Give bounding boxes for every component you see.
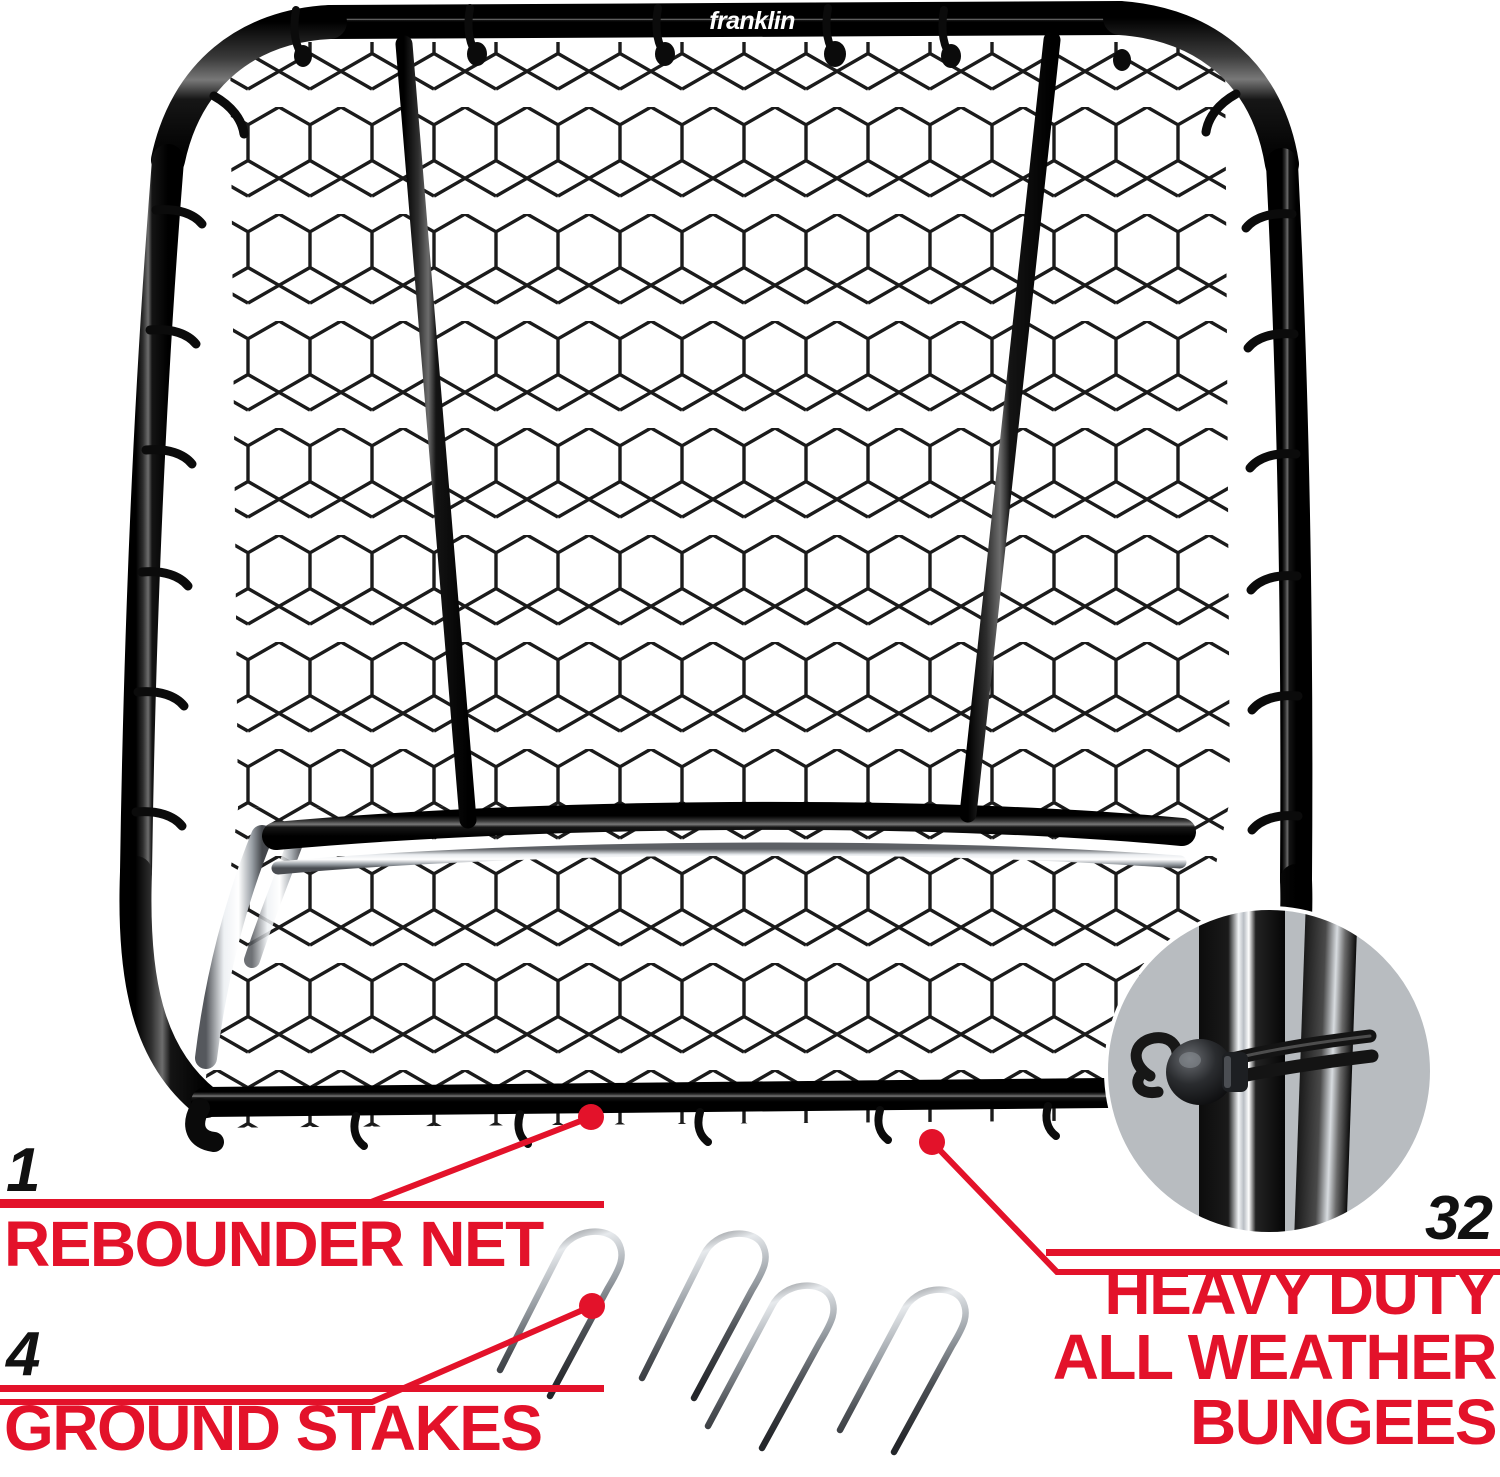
rebounder-illustration: franklin bbox=[119, 1, 1313, 1152]
brand-logo: franklin bbox=[709, 7, 795, 35]
callout-rebounder-net: 1 REBOUNDER NET bbox=[0, 1136, 604, 1280]
callout-label-rebounder-net: REBOUNDER NET bbox=[4, 1207, 544, 1280]
ground-stake-icon-group bbox=[496, 1228, 969, 1456]
callout-rule-32 bbox=[1046, 1248, 1500, 1256]
callout-number-1: 1 bbox=[6, 1136, 40, 1205]
bungee-ties bbox=[131, 4, 1303, 1150]
ground-stakes-illustration bbox=[480, 1190, 1040, 1477]
callout-rule-1 bbox=[0, 1200, 604, 1208]
callout-label-bungees: HEAVY DUTY ALL WEATHER BUNGEES bbox=[1052, 1255, 1498, 1459]
bungee-detail-inset bbox=[1104, 906, 1434, 1236]
callout-label-ground-stakes: GROUND STAKES bbox=[4, 1391, 543, 1464]
callout-ground-stakes: 4 GROUND STAKES bbox=[0, 1320, 604, 1464]
rebounder-net-upper bbox=[230, 42, 1230, 808]
crossbar-chrome-highlight bbox=[271, 842, 1187, 875]
bungee-cord-icon bbox=[1104, 906, 1434, 1236]
rebounder-frame bbox=[119, 1, 1313, 1152]
callout-number-32: 32 bbox=[1425, 1184, 1493, 1253]
callout-rule-4 bbox=[0, 1384, 604, 1392]
product-photo-rebounder: franklin bbox=[119, 1, 1313, 1152]
callout-heavy-duty-bungees: 32 HEAVY DUTY ALL WEATHER BUNGEES bbox=[1046, 1184, 1500, 1459]
callout-number-4: 4 bbox=[6, 1320, 40, 1389]
